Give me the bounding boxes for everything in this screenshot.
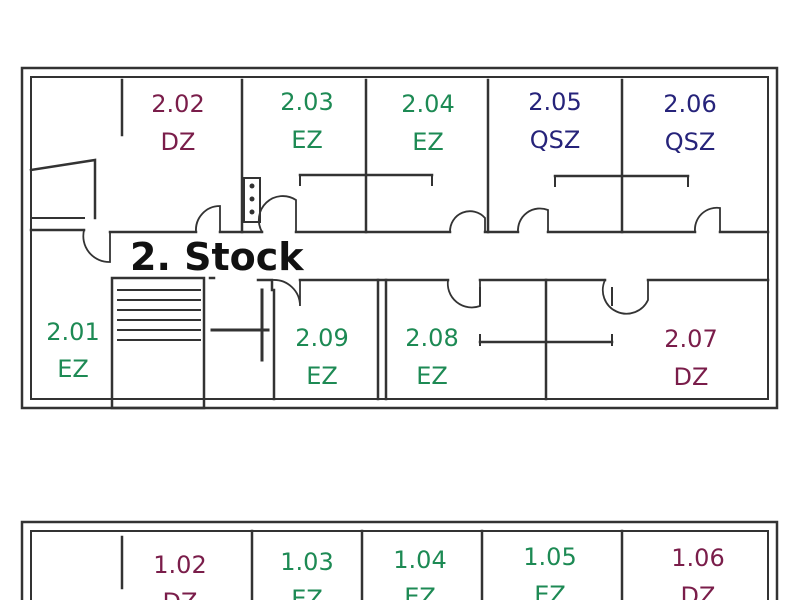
- room-2.04-number: 2.04: [401, 90, 454, 118]
- room-2.08-number: 2.08: [405, 324, 458, 352]
- room-1.03-number: 1.03: [280, 548, 333, 576]
- room-1.02-type: DZ: [163, 588, 198, 600]
- floor-1-walls: [20, 520, 779, 600]
- room-1.05-number: 1.05: [523, 543, 576, 571]
- room-2.08-type: EZ: [416, 362, 448, 390]
- room-1.04-number: 1.04: [393, 546, 446, 574]
- room-2.09-number: 2.09: [295, 324, 348, 352]
- room-1.04-type: EZ: [404, 583, 436, 600]
- floor-2-walls: [20, 66, 779, 410]
- room-2.06-number: 2.06: [663, 90, 716, 118]
- floor-2-room-labels: 2.01 EZ 2.02 DZ 2.03 EZ 2.04 EZ 2.05 QSZ…: [46, 88, 717, 391]
- room-2.03-number: 2.03: [280, 88, 333, 116]
- floor-2-doors: [82, 195, 721, 315]
- room-2.05-type: QSZ: [530, 126, 581, 154]
- room-1.06-number: 1.06: [671, 544, 724, 572]
- room-2.07-number: 2.07: [664, 325, 717, 353]
- room-2.07-type: DZ: [674, 363, 709, 391]
- floor-title: 2. Stock: [130, 235, 304, 279]
- room-2.09-type: EZ: [306, 362, 338, 390]
- room-2.05-number: 2.05: [528, 88, 581, 116]
- room-1.03-type: EZ: [291, 585, 323, 600]
- room-2.03-type: EZ: [291, 126, 323, 154]
- room-2.06-type: QSZ: [665, 128, 716, 156]
- room-1.02-number: 1.02: [153, 551, 206, 579]
- room-2.04-type: EZ: [412, 128, 444, 156]
- room-1.06-type: DZ: [681, 582, 716, 600]
- room-2.01-type: EZ: [57, 355, 89, 383]
- floor-1-room-labels: 1.02 DZ 1.03 EZ 1.04 EZ 1.05 EZ 1.06 DZ: [153, 543, 724, 600]
- room-2.02-number: 2.02: [151, 90, 204, 118]
- room-2.02-type: DZ: [161, 128, 196, 156]
- room-2.01-number: 2.01: [46, 318, 99, 346]
- room-1.05-type: EZ: [534, 581, 566, 600]
